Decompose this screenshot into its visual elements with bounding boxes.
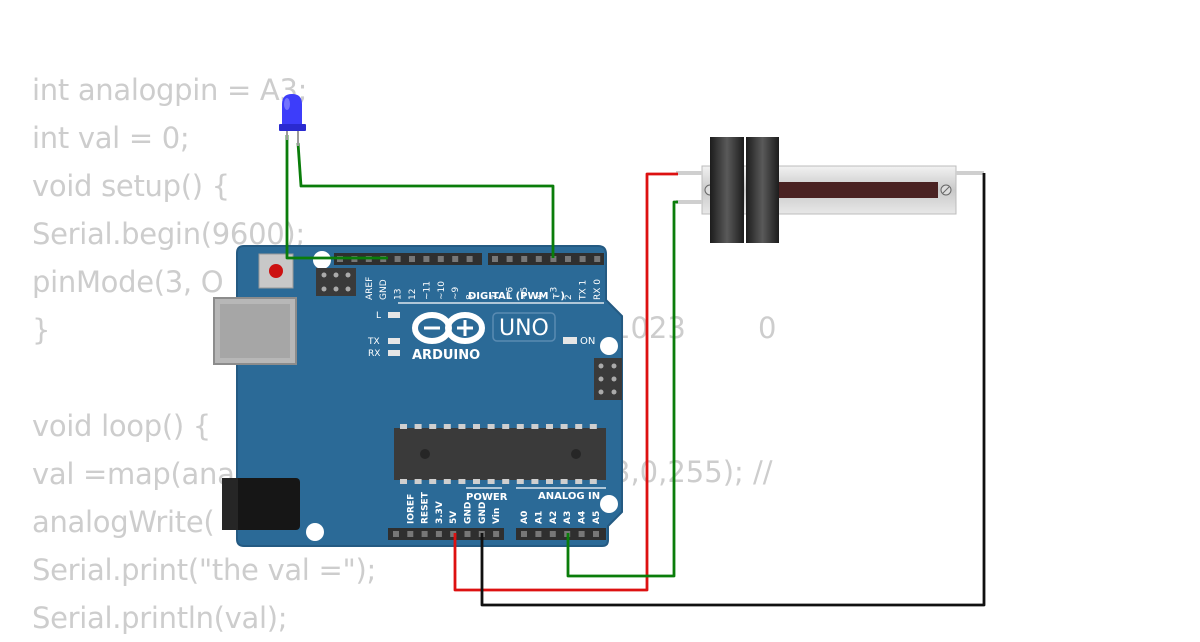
model-badge <box>492 312 556 342</box>
wire-red-5v[interactable] <box>453 172 678 592</box>
pin-label: A1 <box>534 511 544 524</box>
pot-pin <box>676 171 702 175</box>
pot-pin <box>956 171 984 175</box>
power-label: POWER <box>466 492 508 503</box>
led-l-label: L <box>376 311 381 321</box>
wires <box>285 135 986 607</box>
on-label: ON <box>580 336 595 347</box>
pin-label: 5V <box>449 511 459 524</box>
code-fragment-map-tail: 3,0,255); // <box>612 455 773 489</box>
pin-label: 12 <box>408 289 418 300</box>
led-rx <box>388 350 400 356</box>
led-l <box>388 312 400 318</box>
icsp-header-right <box>594 358 622 400</box>
pin-label: ~10 <box>437 281 447 300</box>
wire-green-led-cathode[interactable] <box>285 135 388 260</box>
mounting-hole <box>313 251 331 269</box>
digital-header-right <box>488 253 604 265</box>
analog-header <box>516 528 606 540</box>
led-tx-label: TX <box>367 337 380 347</box>
reset-button-cap[interactable] <box>269 264 283 278</box>
pin-label: ~11 <box>422 281 432 300</box>
led-lens <box>282 94 302 127</box>
pin-label: ~6 <box>506 286 516 300</box>
led-tx <box>388 338 400 344</box>
code-line: analogWrite( <box>32 505 215 539</box>
code-line: pinMode(3, O <box>32 265 224 299</box>
code-line: Serial.print("the val ="); <box>32 553 377 587</box>
arduino-infinity-logo <box>412 312 485 344</box>
pin-label: ~9 <box>451 286 461 300</box>
led-rx-label: RX <box>368 349 380 359</box>
digital-pin-labels: AREF GND 13 12 ~11 ~10 ~9 8 7 ~6 ~5 4 ~3 2 TX 1 RX 0 <box>365 277 603 301</box>
pin-label: TX 1 <box>579 280 589 301</box>
analog-label: ANALOG IN <box>538 491 600 502</box>
pin-label: ~5 <box>520 287 530 300</box>
mounting-hole <box>306 523 324 541</box>
icsp-header-top <box>316 268 356 296</box>
mounting-hole <box>600 337 618 355</box>
code-fragment-range-min: 0 <box>758 311 776 345</box>
pin-label: RX 0 <box>593 279 603 300</box>
blue-led[interactable] <box>279 94 306 146</box>
wire-green-led-anode[interactable] <box>296 142 555 258</box>
pin-label: GND <box>379 279 389 300</box>
code-line: int val = 0; <box>32 121 190 155</box>
pin-label: 8 <box>466 294 476 300</box>
pin-label: 2 <box>564 294 574 300</box>
pot-pin <box>676 200 702 204</box>
pin-label: 4 <box>535 294 545 300</box>
code-line: int analogpin = A3; <box>32 73 308 107</box>
pin-label: 3.3V <box>435 501 445 524</box>
code-line: void loop() { <box>32 409 211 443</box>
slide-potentiometer[interactable] <box>676 137 984 243</box>
pin-label: AREF <box>365 277 375 300</box>
pin-label: A2 <box>549 511 559 524</box>
led-on <box>563 337 577 344</box>
code-line: } <box>32 313 51 347</box>
pin-label: GND <box>464 502 474 524</box>
slider-knob[interactable] <box>746 137 779 243</box>
pin-label: A4 <box>578 511 588 524</box>
pin-label: A0 <box>520 511 530 524</box>
code-line: val =map(ana <box>32 457 235 491</box>
pin-label: A5 <box>592 511 602 524</box>
pin-label: A3 <box>563 511 573 524</box>
pin-label: 7 <box>491 294 501 300</box>
digital-label: DIGITAL (PWM ~) <box>468 291 565 302</box>
pin-label: GND <box>478 502 488 524</box>
pin-label: RESET <box>421 491 431 524</box>
pin-label: IOREF <box>406 494 416 524</box>
potentiometer-track <box>778 182 938 198</box>
wire-green-a3[interactable] <box>566 200 678 578</box>
pin-label: Vin <box>492 508 502 524</box>
arduino-uno-board[interactable]: AREF GND 13 12 ~11 ~10 ~9 8 7 ~6 ~5 4 ~3 2 TX 1 RX 0 DI… <box>213 245 623 547</box>
slider-knob[interactable] <box>710 137 744 243</box>
code-line: void setup() { <box>32 169 230 203</box>
code-editor-text: int analogpin = A3; int val = 0; void setu… <box>32 66 376 642</box>
power-header <box>388 528 504 540</box>
dc-power-jack <box>222 478 300 530</box>
pin-label: 13 <box>394 289 404 300</box>
pin-label: ~3 <box>549 287 559 300</box>
wire-black-gnd[interactable] <box>480 173 986 607</box>
code-line: Serial.println(val); <box>32 601 288 635</box>
mounting-hole <box>600 495 618 513</box>
atmega-chip <box>394 424 606 484</box>
usb-connector-inner <box>220 304 290 358</box>
model-label: UNO <box>499 316 549 341</box>
brand-label: ARDUINO <box>412 348 480 363</box>
bottom-pin-labels: IOREF RESET 3.3V 5V GND GND Vin A0 A1 A2 A3 A4 A5 <box>406 491 602 524</box>
